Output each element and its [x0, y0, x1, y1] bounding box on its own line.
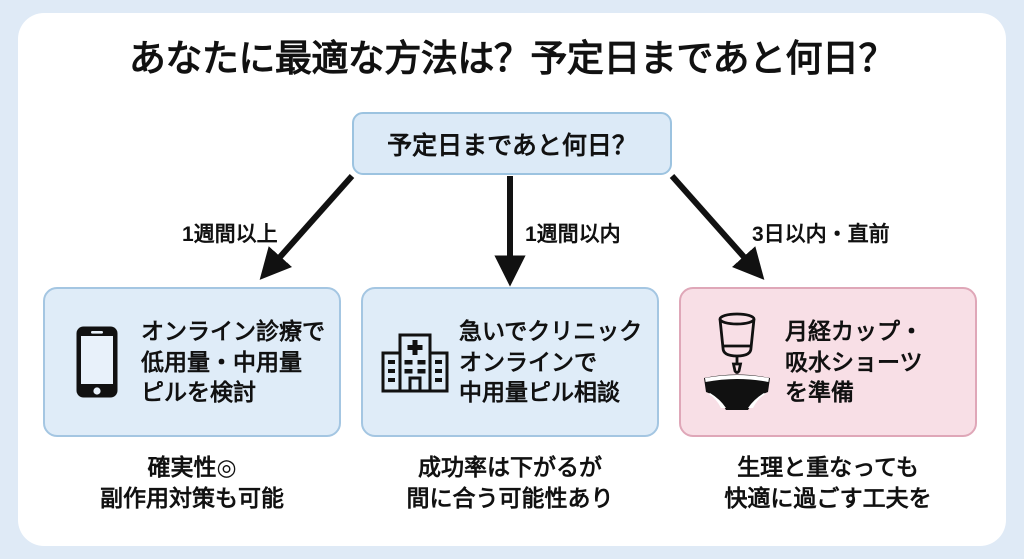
menstrual-cup-and-period-underwear-icon — [695, 310, 779, 414]
outcome-line: 低用量・中用量 — [141, 348, 302, 375]
outcome-caption-period-products: 生理と重なっても 快適に過ごす工夫を — [679, 452, 977, 514]
outcome-line: オンラインで — [459, 348, 597, 375]
outcome-line: ピルを検討 — [141, 379, 256, 406]
hospital-icon — [377, 310, 453, 414]
outcome-line: 月経カップ・ — [785, 318, 923, 345]
outcome-text-clinic: 急いでクリニック オンラインで 中用量ピル相談 — [453, 316, 647, 407]
outcome-box-clinic: 急いでクリニック オンラインで 中用量ピル相談 — [361, 287, 659, 437]
page-title: あなたに最適な方法は？予定日まであと何日？ — [128, 38, 896, 79]
root-decision-node-label: 予定日まであと何日？ — [387, 131, 637, 160]
caption-line: 副作用対策も可能 — [100, 485, 284, 512]
root-decision-node: 予定日まであと何日？ — [352, 112, 672, 175]
caption-line: 生理と重なっても — [737, 454, 919, 480]
branch-label-1: 1週間以内 — [525, 223, 621, 246]
outcome-caption-online: 確実性◎ 副作用対策も可能 — [43, 452, 341, 514]
outcome-box-period-products: 月経カップ・ 吸水ショーツ を準備 — [679, 287, 977, 437]
branch-label-0: 1週間以上 — [182, 223, 278, 246]
outcome-line: 急いでクリニック — [459, 318, 643, 345]
branch-label-2: 3日以内・直前 — [752, 223, 890, 246]
menstrual-cup-glyph — [718, 312, 756, 374]
caption-line: 快適に過ごす工夫を — [724, 485, 932, 512]
caption-line: 成功率は下がるが — [418, 454, 602, 480]
outcome-line: 吸水ショーツ — [785, 348, 923, 375]
caption-line: 間に合う可能性あり — [406, 485, 614, 512]
outcome-text-period-products: 月経カップ・ 吸水ショーツ を準備 — [779, 316, 965, 407]
smartphone-icon — [59, 310, 135, 414]
outcome-box-online: オンライン診療で 低用量・中用量 ピルを検討 — [43, 287, 341, 437]
outcome-text-online: オンライン診療で 低用量・中用量 ピルを検討 — [135, 316, 329, 407]
outcome-caption-clinic: 成功率は下がるが 間に合う可能性あり — [361, 452, 659, 514]
outcome-line: オンライン診療で — [141, 318, 325, 345]
outcome-line: を準備 — [785, 379, 854, 406]
period-underwear-glyph — [704, 374, 770, 410]
caption-line: 確実性◎ — [147, 454, 237, 480]
outcome-line: 中用量ピル相談 — [459, 379, 620, 406]
